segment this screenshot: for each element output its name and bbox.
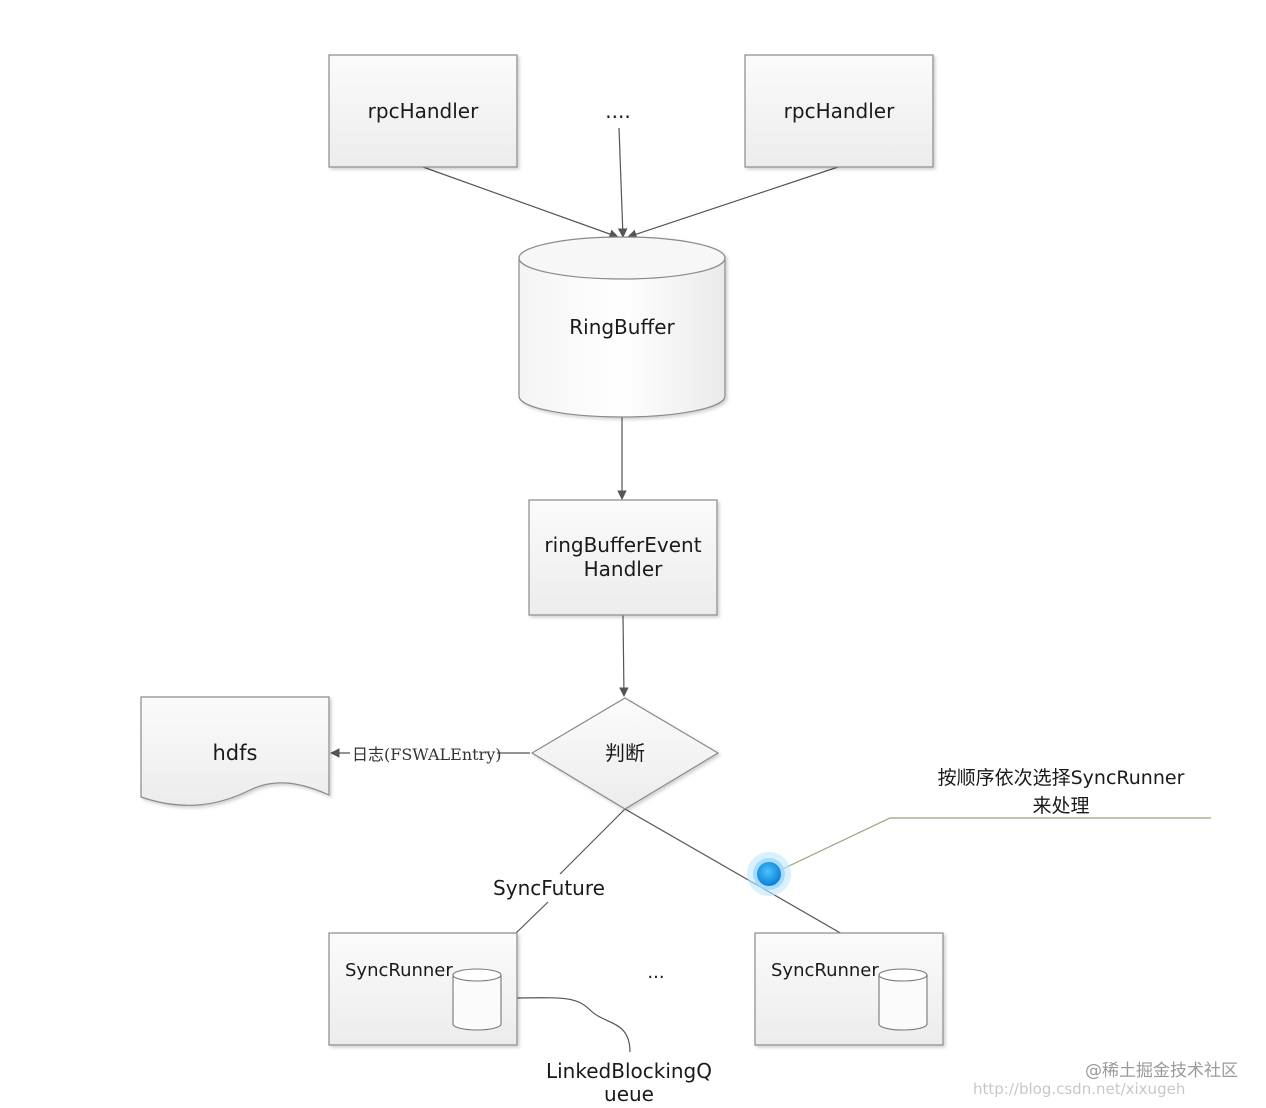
decision-label: 判断 — [605, 741, 645, 765]
sync-future-label: SyncFuture — [493, 876, 605, 900]
edge-queue-to-cylinder — [501, 993, 631, 1053]
sync-runner-ellipsis: ... — [647, 962, 664, 983]
callout-label-line2: 来处理 — [1032, 795, 1089, 817]
edge-decision-to-sync-future — [559, 808, 626, 875]
edge-rpc-left-to-ringbuffer — [422, 166, 619, 239]
rpc-handler-right-box: rpcHandler — [744, 54, 934, 168]
ring-buffer-event-handler-label-line2: Handler — [584, 557, 664, 581]
hdfs-document: hdfs — [140, 696, 330, 806]
selection-marker-icon[interactable] — [747, 852, 791, 896]
ring-buffer-event-handler-box: ringBufferEvent Handler — [528, 499, 718, 616]
rpc-handler-left-label: rpcHandler — [368, 99, 479, 123]
callout-line — [769, 817, 1211, 876]
decision-diamond: 判断 — [530, 697, 720, 810]
edge-ellipsis-to-ringbuffer — [617, 127, 628, 238]
edge-handler-to-decision — [619, 614, 629, 697]
watermark-brand: @稀土掘金技术社区 — [1085, 1061, 1238, 1081]
ring-buffer-event-handler-label-line1: ringBufferEvent — [544, 533, 701, 557]
queue-label-line1: LinkedBlockingQ — [546, 1059, 712, 1083]
ring-buffer-cylinder — [518, 236, 726, 418]
rpc-handler-left-box: rpcHandler — [328, 54, 518, 168]
rpc-handler-right-label: rpcHandler — [784, 99, 895, 123]
queue-cylinder-left — [452, 968, 502, 1031]
watermark-url: http://blog.csdn.net/xixugeh — [973, 1080, 1185, 1098]
sync-runner-left-label: SyncRunner — [345, 960, 453, 981]
callout-label-line1: 按顺序依次选择SyncRunner — [938, 767, 1185, 789]
rpc-handler-ellipsis: .... — [605, 99, 630, 123]
log-edge-label: 日志(FSWALEntry) — [352, 745, 501, 764]
sync-runner-right-box: SyncRunner — [754, 932, 944, 1046]
queue-cylinder-right — [878, 968, 928, 1031]
sync-runner-right-label: SyncRunner — [771, 960, 879, 981]
sync-runner-left-box: SyncRunner — [328, 932, 518, 1046]
hdfs-label: hdfs — [213, 741, 258, 765]
queue-label-line2: ueue — [604, 1082, 654, 1106]
edge-rpc-right-to-ringbuffer — [627, 166, 839, 239]
ring-buffer-label: RingBuffer — [569, 315, 675, 339]
